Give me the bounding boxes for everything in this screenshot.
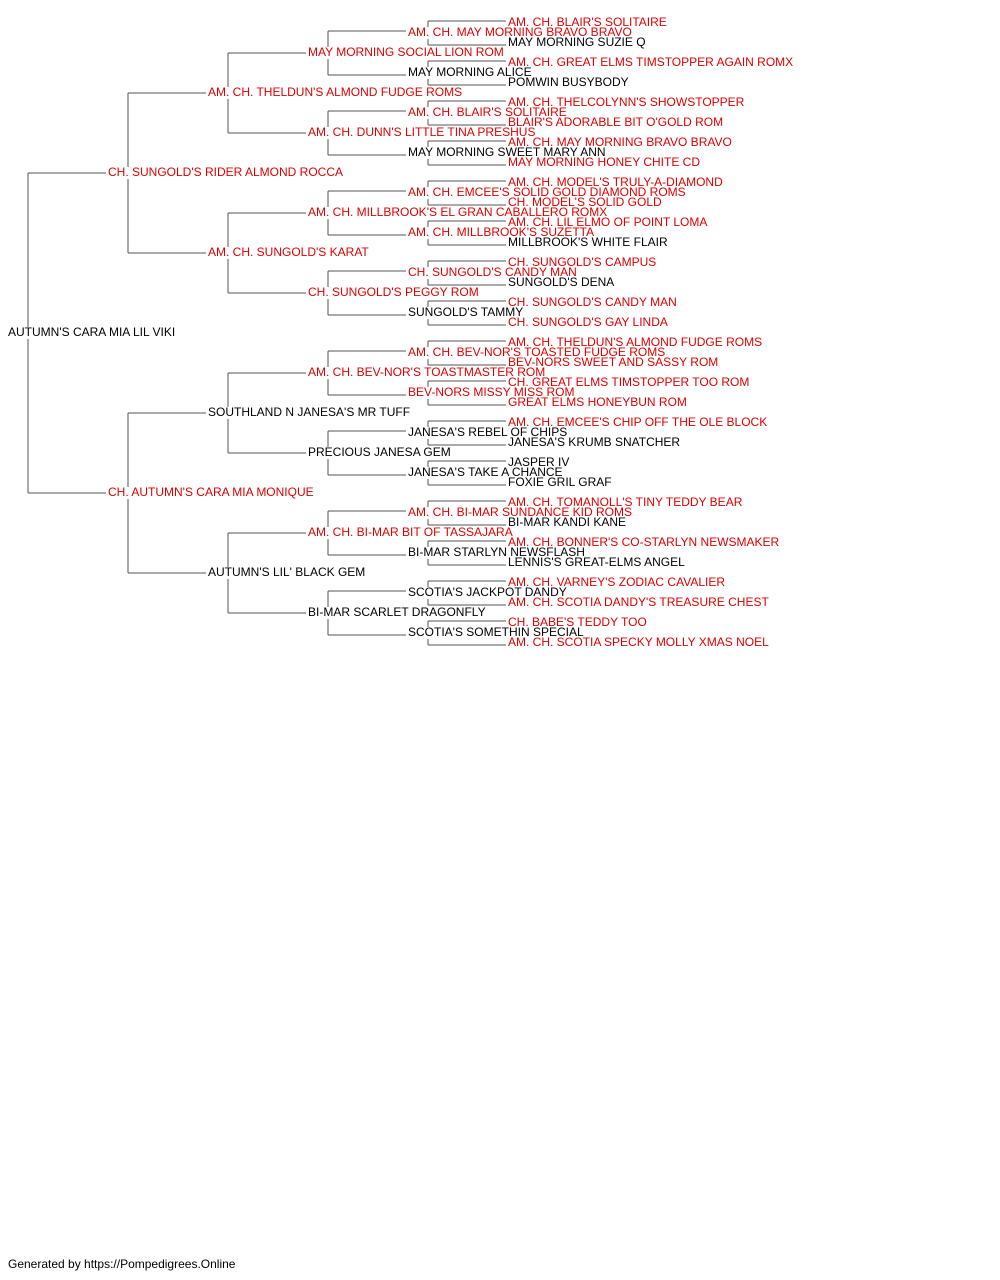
dog-name-subject-dam-sire-sire-dam-sire: CH. GREAT ELMS TIMSTOPPER TOO ROM bbox=[508, 375, 749, 389]
dog-name-subject-sire-dam: AM. CH. SUNGOLD'S KARAT bbox=[208, 245, 369, 259]
dog-name-subject-dam-dam-sire-sire-dam: BI-MAR KANDI KANE bbox=[508, 515, 626, 529]
dog-name-subject-sire-sire-sire-sire-dam: MAY MORNING SUZIE Q bbox=[508, 35, 646, 49]
dog-name-subject-sire-dam-dam-sire-sire: CH. SUNGOLD'S CAMPUS bbox=[508, 255, 656, 269]
dog-name-subject-dam-dam: AUTUMN'S LIL' BLACK GEM bbox=[208, 565, 365, 579]
dog-name-subject-sire-dam-sire: AM. CH. MILLBROOK'S EL GRAN CABALLERO RO… bbox=[308, 205, 607, 219]
dog-name-subject-sire-dam-dam-sire-dam: SUNGOLD'S DENA bbox=[508, 275, 614, 289]
dog-name-subject-dam-sire: SOUTHLAND N JANESA'S MR TUFF bbox=[208, 405, 410, 419]
dog-name-subject-sire-dam-sire-sire-sire: AM. CH. MODEL'S TRULY-A-DIAMOND bbox=[508, 175, 723, 189]
dog-name-subject-dam-dam-dam-sire-sire: AM. CH. VARNEY'S ZODIAC CAVALIER bbox=[508, 575, 725, 589]
dog-name-subject-sire-sire-sire-sire: AM. CH. MAY MORNING BRAVO BRAVO bbox=[408, 25, 632, 39]
dog-name-subject-dam-sire-sire: AM. CH. BEV-NOR'S TOASTMASTER ROM bbox=[308, 365, 545, 379]
dog-name-subject-sire-sire-sire-dam: MAY MORNING ALICE bbox=[408, 65, 532, 79]
dog-name-subject-dam-dam-sire-sire-sire: AM. CH. TOMANOLL'S TINY TEDDY BEAR bbox=[508, 495, 743, 509]
dog-name-subject-sire-dam-sire-sire-dam: CH. MODEL'S SOLID GOLD bbox=[508, 195, 662, 209]
dog-name-subject: AUTUMN'S CARA MIA LIL VIKI bbox=[8, 325, 175, 339]
dog-name-subject-sire-sire-sire: MAY MORNING SOCIAL LION ROM bbox=[308, 45, 504, 59]
dog-name-subject-sire-dam-dam-dam-sire: CH. SUNGOLD'S CANDY MAN bbox=[508, 295, 677, 309]
dog-name-subject-sire-sire-dam-sire-dam: BLAIR'S ADORABLE BIT O'GOLD ROM bbox=[508, 115, 723, 129]
dog-name-subject-sire-sire-dam-dam-dam: MAY MORNING HONEY CHITE CD bbox=[508, 155, 700, 169]
dog-name-subject-sire-dam-sire-sire: AM. CH. EMCEE'S SOLID GOLD DIAMOND ROMS bbox=[408, 185, 686, 199]
dog-name-subject-sire-sire-dam-sire: AM. CH. BLAIR'S SOLITAIRE bbox=[408, 105, 567, 119]
dog-name-subject-dam-sire-dam-dam: JANESA'S TAKE A CHANCE bbox=[408, 465, 563, 479]
dog-name-subject-dam-dam-dam-dam-dam: AM. CH. SCOTIA SPECKY MOLLY XMAS NOEL bbox=[508, 635, 769, 649]
dog-name-subject-dam-dam-sire-dam: BI-MAR STARLYN NEWSFLASH bbox=[408, 545, 585, 559]
dog-name-subject-dam-sire-dam-sire: JANESA'S REBEL OF CHIPS bbox=[408, 425, 567, 439]
dog-name-subject-sire-sire-dam-sire-sire: AM. CH. THELCOLYNN'S SHOWSTOPPER bbox=[508, 95, 745, 109]
dog-name-subject-sire-dam-sire-dam: AM. CH. MILLBROOK'S SUZETTA bbox=[408, 225, 594, 239]
dog-name-subject-dam-dam-dam-dam-sire: CH. BABE'S TEDDY TOO bbox=[508, 615, 647, 629]
dog-name-subject-dam: CH. AUTUMN'S CARA MIA MONIQUE bbox=[108, 485, 314, 499]
dog-name-subject-dam-sire-sire-sire-dam: BEV-NORS SWEET AND SASSY ROM bbox=[508, 355, 718, 369]
dog-name-subject-sire-sire-dam: AM. CH. DUNN'S LITTLE TINA PRESHUS bbox=[308, 125, 535, 139]
dog-name-subject-sire: CH. SUNGOLD'S RIDER ALMOND ROCCA bbox=[108, 165, 343, 179]
dog-name-subject-dam-sire-sire-sire: AM. CH. BEV-NOR'S TOASTED FUDGE ROMS bbox=[408, 345, 665, 359]
dog-name-subject-sire-dam-dam-dam-dam: CH. SUNGOLD'S GAY LINDA bbox=[508, 315, 668, 329]
dog-name-subject-dam-dam-dam-sire: SCOTIA'S JACKPOT DANDY bbox=[408, 585, 567, 599]
dog-name-subject-dam-sire-sire-dam-dam: GREAT ELMS HONEYBUN ROM bbox=[508, 395, 687, 409]
dog-name-subject-dam-sire-sire-sire-sire: AM. CH. THELDUN'S ALMOND FUDGE ROMS bbox=[508, 335, 762, 349]
dog-name-subject-dam-sire-dam-dam-sire: JASPER IV bbox=[508, 455, 569, 469]
dog-name-subject-dam-dam-dam: BI-MAR SCARLET DRAGONFLY bbox=[308, 605, 486, 619]
dog-name-subject-sire-sire-dam-dam: MAY MORNING SWEET MARY ANN bbox=[408, 145, 606, 159]
dog-name-subject-sire-sire-dam-dam-sire: AM. CH. MAY MORNING BRAVO BRAVO bbox=[508, 135, 732, 149]
dog-name-subject-sire-dam-sire-dam-dam: MILLBROOK'S WHITE FLAIR bbox=[508, 235, 668, 249]
dog-name-subject-sire-dam-dam-dam: SUNGOLD'S TAMMY bbox=[408, 305, 523, 319]
dog-name-subject-dam-dam-dam-dam: SCOTIA'S SOMETHIN SPECIAL bbox=[408, 625, 584, 639]
generated-by-footer: Generated by https://Pompedigrees.Online bbox=[8, 1257, 236, 1271]
dog-name-subject-dam-sire-dam-dam-dam: FOXIE GRIL GRAF bbox=[508, 475, 612, 489]
dog-name-subject-dam-sire-dam-sire-sire: AM. CH. EMCEE'S CHIP OFF THE OLE BLOCK bbox=[508, 415, 767, 429]
dog-name-subject-dam-dam-sire-sire: AM. CH. BI-MAR SUNDANCE KID ROMS bbox=[408, 505, 632, 519]
dog-name-subject-dam-dam-sire: AM. CH. BI-MAR BIT OF TASSAJARA bbox=[308, 525, 513, 539]
dog-name-subject-sire-dam-dam: CH. SUNGOLD'S PEGGY ROM bbox=[308, 285, 479, 299]
dog-name-subject-dam-sire-dam: PRECIOUS JANESA GEM bbox=[308, 445, 451, 459]
dog-name-subject-sire-sire: AM. CH. THELDUN'S ALMOND FUDGE ROMS bbox=[208, 85, 462, 99]
dog-name-subject-dam-dam-sire-dam-sire: AM. CH. BONNER'S CO-STARLYN NEWSMAKER bbox=[508, 535, 780, 549]
dog-name-subject-sire-dam-sire-dam-sire: AM. CH. LIL ELMO OF POINT LOMA bbox=[508, 215, 707, 229]
dog-name-subject-sire-sire-sire-sire-sire: AM. CH. BLAIR'S SOLITAIRE bbox=[508, 15, 667, 29]
dog-name-subject-dam-dam-dam-sire-dam: AM. CH. SCOTIA DANDY'S TREASURE CHEST bbox=[508, 595, 769, 609]
dog-name-subject-sire-sire-sire-dam-sire: AM. CH. GREAT ELMS TIMSTOPPER AGAIN ROMX bbox=[508, 55, 793, 69]
dog-name-subject-dam-sire-sire-dam: BEV-NORS MISSY MISS ROM bbox=[408, 385, 574, 399]
dog-name-subject-dam-sire-dam-sire-dam: JANESA'S KRUMB SNATCHER bbox=[508, 435, 680, 449]
dog-name-subject-sire-sire-sire-dam-dam: POMWIN BUSYBODY bbox=[508, 75, 629, 89]
dog-name-subject-sire-dam-dam-sire: CH. SUNGOLD'S CANDY MAN bbox=[408, 265, 577, 279]
dog-name-subject-dam-dam-sire-dam-dam: LENNIS'S GREAT-ELMS ANGEL bbox=[508, 555, 685, 569]
